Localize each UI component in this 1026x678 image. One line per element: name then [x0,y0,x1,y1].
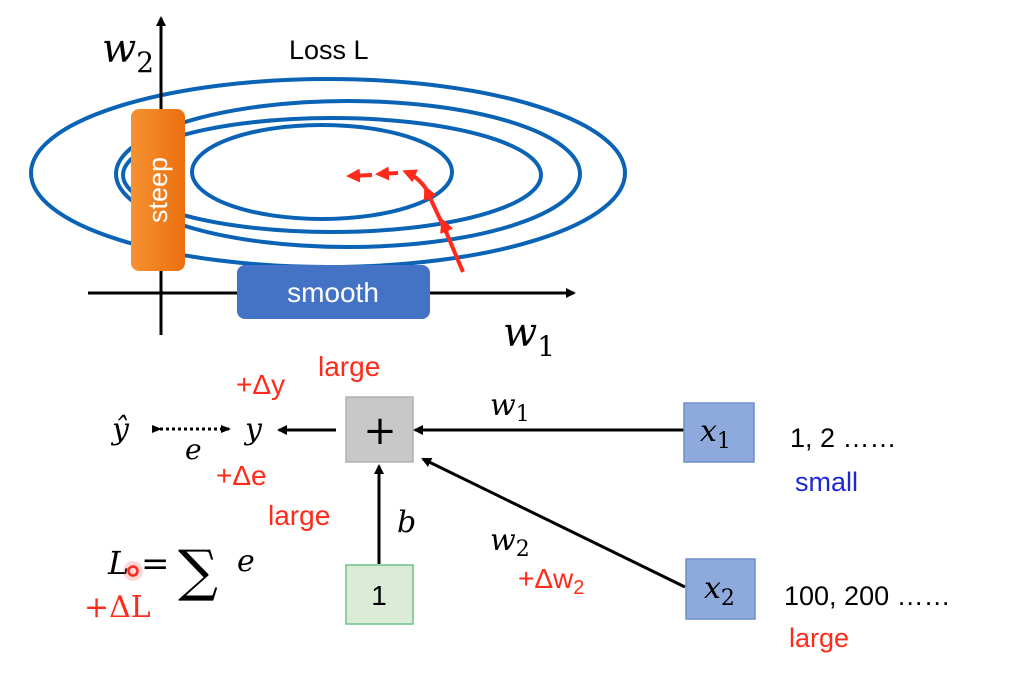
loss-lhs: L [107,544,129,582]
x-axis-label: w1 [503,310,555,363]
w2-label: w2 [490,523,530,562]
w1-label: w1 [490,388,530,427]
x1-scale: small [795,467,858,497]
steep-badge: steep [131,109,185,271]
loss-contours [29,77,627,269]
smooth-badge: smooth [237,265,430,319]
neuron-graph: ŷ e y + w1 w2 b 1 [84,351,951,653]
sum-symbol: + [363,408,397,454]
x2-node: x2 [685,558,756,620]
descent-step-1 [442,226,465,273]
x2-to-sum-edge [421,457,686,589]
descent-step-4 [375,166,399,181]
loss-term: e [237,544,255,579]
y-axis-label: w2 [102,26,154,79]
x-axis-label-sub: 1 [537,330,555,363]
x1-label: x1 [700,414,731,454]
cursor-dot [127,565,139,577]
w2-var: w [490,523,516,558]
x-axis-label-var: w [503,310,537,356]
x2-scale: large [789,623,849,653]
gradient-descent-path [346,166,465,273]
x1-sub: 1 [717,429,731,454]
loss-equals: = [141,544,170,584]
bias-input-value: 1 [371,580,387,611]
delta-w2-label: +Δw2 [518,563,584,599]
delta-w2-main: +Δw [518,563,574,594]
cursor-highlight [123,561,143,581]
descent-arrow-mid [440,218,454,234]
descent-step-5 [346,168,373,183]
smooth-label: smooth [287,277,379,308]
contour-ring-2 [121,116,543,234]
x1-values: 1, 2 …… [790,423,897,453]
x2-values: 100, 200 …… [784,581,951,611]
contour-ring-3 [114,99,582,249]
steep-label: steep [143,157,173,223]
y-axis-label-var: w [102,26,136,72]
x2-var: x [704,571,721,606]
plot-title: Loss L [289,35,369,65]
delta-e-note: large [268,500,330,531]
loss-contour-plot: w2 w1 Loss L steep smooth [29,16,627,363]
delta-w2-sub: 2 [573,577,584,599]
delta-y-note: large [318,351,380,382]
x1-node: x1 [683,402,755,463]
loss-sum-symbol: ∑ [178,539,218,604]
w1-sub: 1 [516,402,530,427]
sum-node: + [345,396,414,463]
delta-L-label: +ΔL [84,590,151,625]
x2-sub: 2 [721,586,735,611]
contour-ring-4 [29,77,627,269]
w1-var: w [490,388,516,423]
y-hat-label: ŷ [110,412,130,447]
bias-input-node: 1 [345,564,414,625]
delta-e-label: +Δe [216,460,267,491]
delta-y-label: +Δy [236,369,285,400]
x2-label: x2 [704,571,735,611]
descent-step-3 [402,169,430,194]
y-axis-label-sub: 2 [136,46,154,79]
w2-sub: 2 [516,537,530,562]
bias-weight-label: b [397,505,416,540]
error-label: e [185,433,202,466]
y-label: y [243,412,263,447]
contour-ring-1 [190,123,454,221]
x1-var: x [700,414,717,449]
loss-equation: L = ∑ e [107,539,255,604]
